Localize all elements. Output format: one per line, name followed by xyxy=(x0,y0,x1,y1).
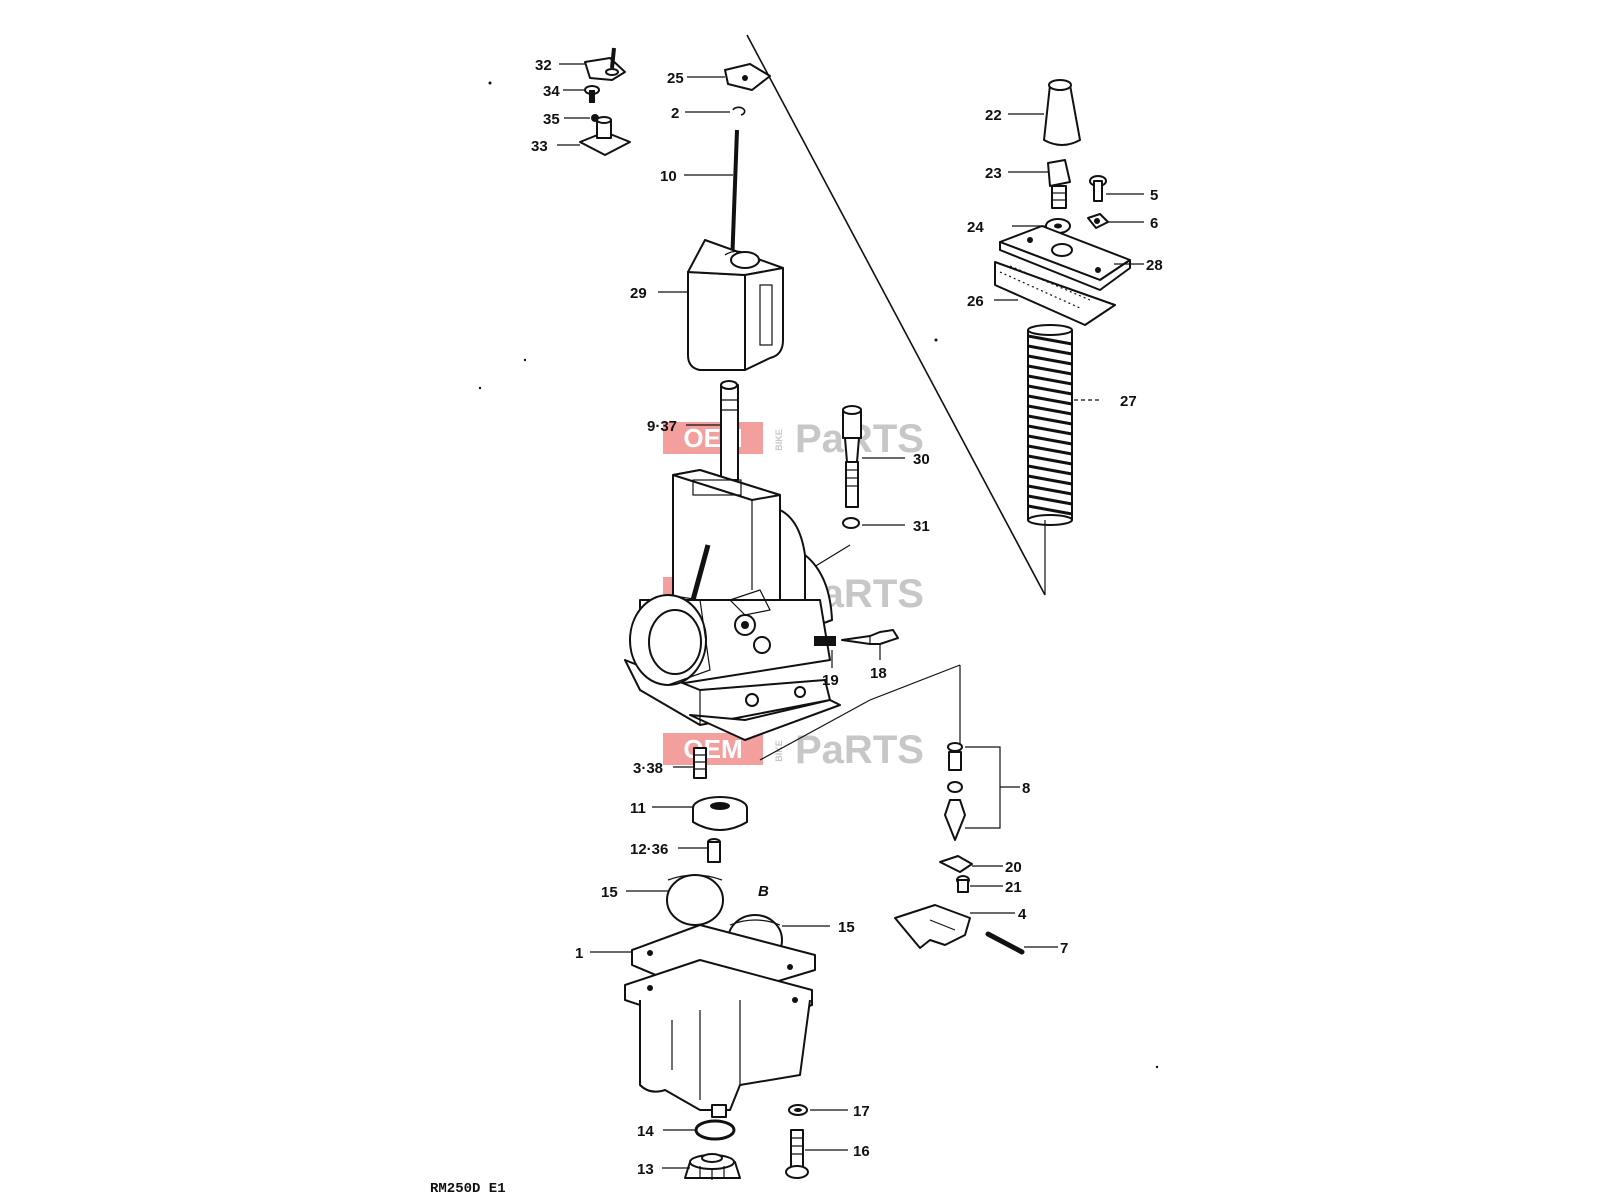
part-25-plate xyxy=(724,63,771,91)
part-31-o-ring xyxy=(842,517,860,529)
part-32-cap xyxy=(584,47,626,81)
part-3-38-main-jet xyxy=(693,747,707,779)
part-10-needle xyxy=(730,129,739,266)
callout-25: 25 xyxy=(667,70,684,87)
part-8-needle-valve xyxy=(944,742,966,841)
callout-32: 32 xyxy=(535,57,552,74)
part-12-36-pilot-jet xyxy=(707,838,721,863)
part-23-adjuster xyxy=(1047,159,1071,209)
part-29-throttle-valve xyxy=(687,239,784,371)
callout-3-38: 3·38 xyxy=(633,760,663,777)
callout-16: 16 xyxy=(853,1143,870,1160)
callout-18: 18 xyxy=(870,665,887,682)
callout-11: 11 xyxy=(630,800,646,817)
watermark-oem-box xyxy=(663,422,763,454)
part-20-clip xyxy=(939,855,973,873)
part-18-idle-screw xyxy=(841,629,899,645)
model-code: RM250D E1 xyxy=(430,1181,506,1197)
callout-30: 30 xyxy=(913,451,930,468)
part-30-air-screw xyxy=(842,405,862,508)
part-22-cable-boot xyxy=(1043,79,1081,146)
callout-22: 22 xyxy=(985,107,1002,124)
part-28-top-cap xyxy=(999,225,1131,291)
part-33-holder xyxy=(579,116,631,156)
callout-4: 4 xyxy=(1018,906,1027,923)
callout-2: 2 xyxy=(671,105,679,122)
callout-17: 17 xyxy=(853,1103,870,1120)
callout-19: 19 xyxy=(822,672,839,689)
part-21-screw xyxy=(956,875,970,893)
carburetor-body xyxy=(624,469,841,741)
part-5-screw xyxy=(1089,175,1107,202)
callout-10: 10 xyxy=(660,168,677,185)
callout-33: 33 xyxy=(531,138,548,155)
part-2-clip xyxy=(732,106,746,116)
callout-14: 14 xyxy=(637,1123,654,1140)
callout-15b: 15 xyxy=(838,919,855,936)
watermark-bike-text: BIKE xyxy=(774,740,784,762)
part-17-washer xyxy=(788,1104,808,1116)
part-15-float-left xyxy=(666,874,724,926)
callout-1: 1 xyxy=(575,945,583,962)
callout-15a: 15 xyxy=(601,884,618,901)
part-19-spring xyxy=(814,636,836,646)
callout-34: 34 xyxy=(543,83,560,100)
part-11-baffle xyxy=(692,796,748,831)
callout-7: 7 xyxy=(1060,940,1068,957)
part-4-float-arm xyxy=(894,904,971,949)
part-16-drain-screw xyxy=(785,1129,809,1179)
callout-28: 28 xyxy=(1146,257,1163,274)
part-26-gasket xyxy=(994,261,1116,326)
watermark-1: OEM BIKE PaRTS xyxy=(663,417,924,461)
part-1-float-bowl xyxy=(624,924,816,1118)
callout-b: B xyxy=(758,883,769,900)
callout-12-36: 12·36 xyxy=(630,841,668,858)
callout-21: 21 xyxy=(1005,879,1022,896)
part-13-drain-plug xyxy=(684,1153,741,1180)
part-14-o-ring xyxy=(694,1119,736,1141)
callout-8: 8 xyxy=(1022,780,1030,797)
callout-31: 31 xyxy=(913,518,930,535)
part-7-float-pin xyxy=(985,931,1025,955)
part-34-screw xyxy=(584,85,600,103)
callout-20: 20 xyxy=(1005,859,1022,876)
watermark-parts-text: PaRTS xyxy=(795,728,924,772)
callout-27: 27 xyxy=(1120,393,1137,410)
part-6-washer xyxy=(1087,213,1109,229)
part-27-spring xyxy=(1027,324,1073,526)
callout-13: 13 xyxy=(637,1161,654,1178)
callout-5: 5 xyxy=(1150,187,1158,204)
callout-9-37: 9·37 xyxy=(647,418,677,435)
callout-23: 23 xyxy=(985,165,1002,182)
watermark-oem-text: OEM xyxy=(683,734,742,764)
callout-24: 24 xyxy=(967,219,984,236)
callout-6: 6 xyxy=(1150,215,1158,232)
callout-29: 29 xyxy=(630,285,647,302)
callout-26: 26 xyxy=(967,293,984,310)
part-9-37-needle-jet xyxy=(720,380,739,481)
assembly-guide-line xyxy=(746,34,1046,596)
watermark-bike-text: BIKE xyxy=(774,429,784,451)
assembly-guide-line xyxy=(759,664,961,761)
callout-35: 35 xyxy=(543,111,560,128)
